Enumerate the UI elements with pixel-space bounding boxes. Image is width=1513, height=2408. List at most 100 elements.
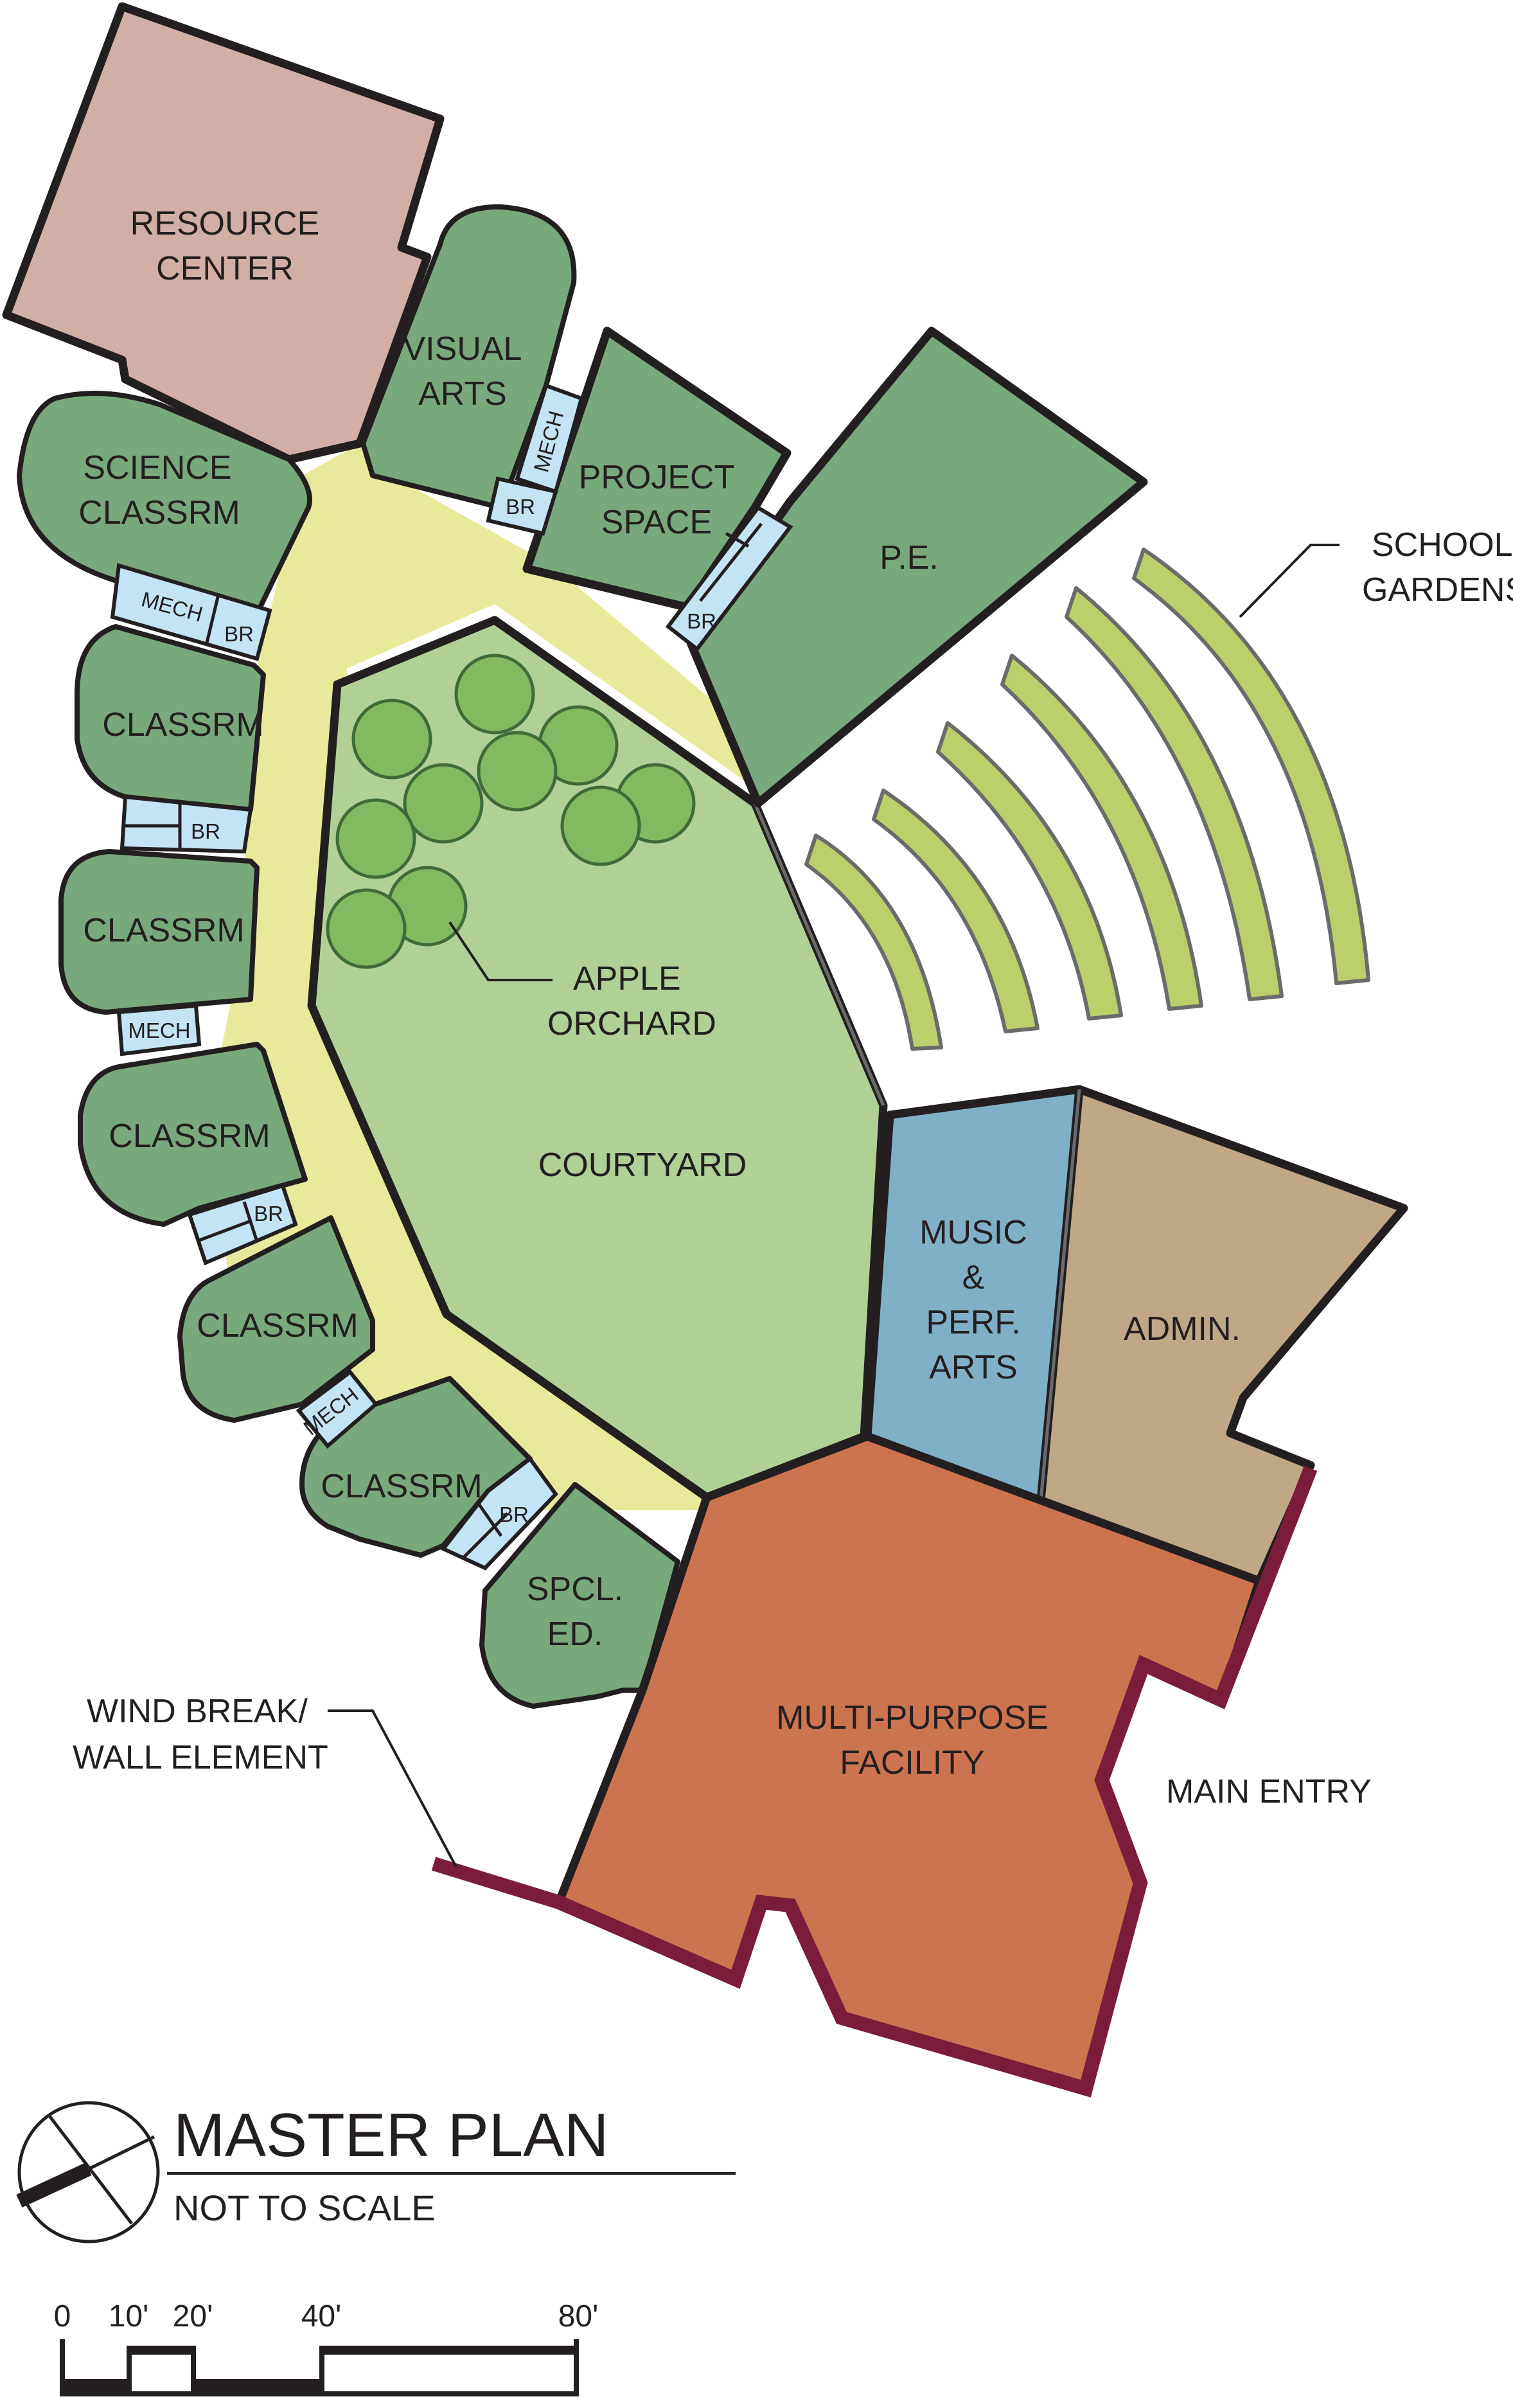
- tree: [560, 785, 641, 866]
- scale-label: 0: [54, 2299, 71, 2333]
- special-ed-label: SPCL.: [527, 1571, 623, 1608]
- service-divider: [461, 1512, 509, 1560]
- scale-bar: 0 10' 20' 40' 80': [54, 2299, 599, 2396]
- north-arrow-line: [87, 2135, 155, 2171]
- plan-subtitle: NOT TO SCALE: [173, 2188, 436, 2228]
- br-label: BR: [687, 609, 716, 633]
- garden-bed-4: [1000, 654, 1203, 1011]
- admin-label: ADMIN.: [1124, 1310, 1241, 1348]
- mech-room-classroom-2: [116, 1003, 202, 1057]
- garden-bed-2: [872, 789, 1040, 1033]
- music-label: ARTS: [929, 1349, 1018, 1386]
- school-gardens-label: SCHOOL: [1372, 526, 1513, 564]
- tree: [335, 798, 416, 879]
- scale-label: 40': [301, 2299, 342, 2333]
- br-room-divider: [699, 522, 763, 602]
- tree: [351, 699, 432, 780]
- classroom-label: CLASSRM: [83, 912, 244, 949]
- main-entry-label: MAIN ENTRY: [1166, 1773, 1372, 1810]
- wind-break-label: WALL ELEMENT: [73, 1739, 328, 1776]
- br-room-visual-arts: [486, 476, 558, 536]
- wind-break-leader: [328, 1709, 457, 1868]
- scale-label: 10': [109, 2299, 149, 2333]
- classroom-2: [58, 849, 260, 1015]
- courtyard-label: COURTYARD: [538, 1146, 747, 1184]
- tree: [326, 888, 407, 969]
- project-space-label: SPACE: [601, 504, 712, 541]
- pe-label: P.E.: [880, 539, 939, 576]
- scale-segment: [128, 2346, 193, 2355]
- multipurpose-label: FACILITY: [840, 1744, 984, 1781]
- scale-segment: [191, 2346, 196, 2394]
- project-space-label: PROJECT: [579, 459, 735, 496]
- music-label: PERF.: [926, 1304, 1020, 1341]
- tree: [477, 731, 558, 812]
- service-divider: [199, 1219, 251, 1242]
- resource-center-label: CENTER: [156, 250, 294, 287]
- br-label: BR: [191, 819, 220, 843]
- classroom-label: CLASSRM: [197, 1307, 358, 1344]
- scale-segment: [321, 2346, 576, 2355]
- pe-room: [686, 326, 1148, 808]
- mech-room-classroom-4: [296, 1369, 379, 1449]
- classroom-label: CLASSRM: [109, 1118, 270, 1155]
- scale-label: 20': [173, 2299, 213, 2333]
- garden-bed-3: [936, 721, 1123, 1021]
- scale-segment: [193, 2379, 321, 2394]
- wall-element: [431, 1466, 1318, 2098]
- br-room-special-ed: [440, 1456, 558, 1571]
- corridor: [212, 443, 758, 1510]
- north-arrow-pointer: [16, 2163, 92, 2207]
- scale-segment: [127, 2346, 132, 2394]
- tree: [403, 763, 484, 844]
- special-ed-room: [479, 1482, 680, 1709]
- service-divider: [205, 594, 220, 643]
- music-label: MUSIC: [919, 1214, 1027, 1251]
- school-gardens-label: GARDENS: [1362, 571, 1513, 609]
- courtyard-edge: [753, 803, 885, 1106]
- special-ed-label: ED.: [547, 1616, 603, 1653]
- science-classroom-label: CLASSRM: [78, 494, 240, 531]
- br-label: BR: [506, 495, 535, 519]
- classroom-1: [75, 624, 266, 812]
- wind-break-label: WIND BREAK/: [87, 1693, 308, 1730]
- apple-orchard-label: APPLE: [573, 960, 681, 997]
- visual-arts-label: ARTS: [418, 375, 507, 413]
- garden-bed-5: [1065, 586, 1284, 1001]
- br-label: BR: [224, 622, 254, 646]
- apple-orchard-leader: [448, 921, 553, 981]
- apple-orchard: [326, 654, 696, 969]
- scale-segment: [62, 2379, 127, 2394]
- multipurpose-label: MULTI-PURPOSE: [776, 1699, 1048, 1736]
- br-room-project: [665, 505, 793, 652]
- br-label: BR: [499, 1503, 529, 1526]
- plan-title: MASTER PLAN: [173, 2101, 608, 2170]
- tree: [454, 654, 535, 735]
- mech-label: MECH: [128, 1019, 190, 1042]
- br-label: BR: [254, 1202, 283, 1226]
- school-gardens-leader: [1239, 544, 1340, 618]
- classroom-5: [299, 1376, 533, 1558]
- north-arrow: [16, 2101, 160, 2243]
- classroom-3: [78, 1042, 308, 1227]
- classroom-label: CLASSRM: [321, 1468, 482, 1505]
- resource-center-label: RESOURCE: [130, 205, 320, 242]
- service-divider: [477, 1503, 503, 1537]
- apple-orchard-label: ORCHARD: [547, 1005, 716, 1042]
- visual-arts-room: [360, 204, 577, 510]
- scale-segment: [319, 2346, 324, 2394]
- br-room-classroom-1: [119, 794, 253, 854]
- music-label: &: [962, 1259, 985, 1296]
- classroom-label: CLASSRM: [102, 706, 263, 744]
- school-gardens: [804, 548, 1370, 1051]
- scale-label: 80': [558, 2299, 599, 2333]
- garden-bed-6: [1132, 548, 1370, 985]
- garden-bed-1: [804, 834, 943, 1051]
- science-classroom-label: SCIENCE: [83, 449, 231, 486]
- music-admin-divider: [1039, 1089, 1081, 1501]
- resource-center: [2, 2, 445, 464]
- visual-arts-label: VISUAL: [403, 330, 522, 368]
- classroom-4: [177, 1215, 375, 1423]
